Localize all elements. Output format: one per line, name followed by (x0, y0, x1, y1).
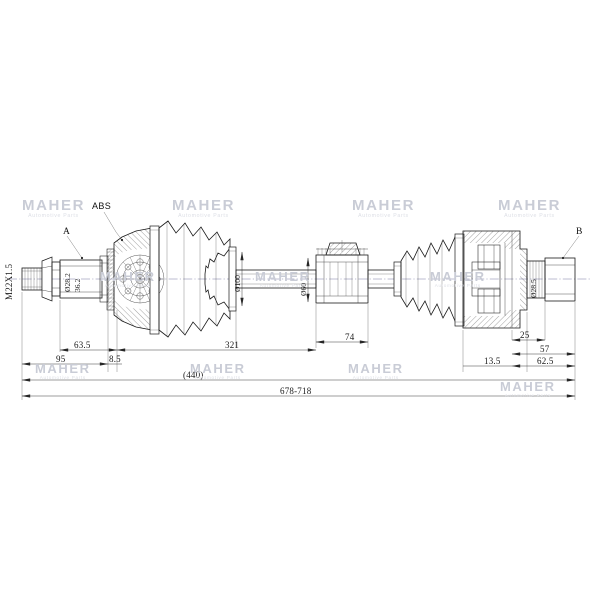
dim-25: 25 (520, 330, 530, 340)
boot-clamp-inner-small (393, 261, 402, 297)
dim-57: 57 (540, 344, 550, 354)
boot-clamp-outer-large (149, 225, 160, 335)
boot-clamp-inner-large (454, 233, 465, 327)
balloon-leader-a (66, 235, 84, 260)
balloon-leader-b (561, 235, 580, 260)
dim-spline-dia-right: Ø28.5 (529, 279, 538, 298)
retaining-nut (41, 256, 61, 302)
dim-321: 321 (225, 340, 239, 350)
center-damper-assembly (315, 240, 369, 304)
abs-tone-ring (106, 248, 115, 311)
inner-tripod-joint-housing (462, 230, 528, 329)
dim-13-5: 13.5 (484, 356, 501, 366)
dim-440-ref: (440) (183, 370, 204, 380)
balloon-a-label: A (63, 227, 70, 237)
output-spline-stub (526, 257, 576, 302)
dim-shaft-dia-left: Ø28.2 (63, 273, 72, 292)
dim-thread-spec: M22X1.5 (4, 264, 14, 300)
outer-cv-joint-housing (113, 227, 165, 331)
dim-boot-dia-left: Ø100 (233, 275, 242, 292)
dim-74: 74 (345, 332, 355, 342)
balloon-leader-abs (103, 211, 124, 242)
balloon-b-label: B (576, 227, 582, 237)
dim-8-5: 8.5 (109, 354, 121, 364)
dim-shaft-dia-mid: Ø60 (299, 283, 308, 296)
dim-hub-dia-left: 36.2 (73, 279, 82, 292)
abs-label: ABS (92, 201, 111, 211)
dim-63-5: 63.5 (74, 340, 91, 350)
dim-95: 95 (56, 354, 66, 364)
extension-lines (21, 290, 576, 400)
cv-boot-outer (158, 220, 231, 338)
dim-overall-length: 678-718 (280, 386, 312, 396)
dim-62-5: 62.5 (537, 356, 554, 366)
